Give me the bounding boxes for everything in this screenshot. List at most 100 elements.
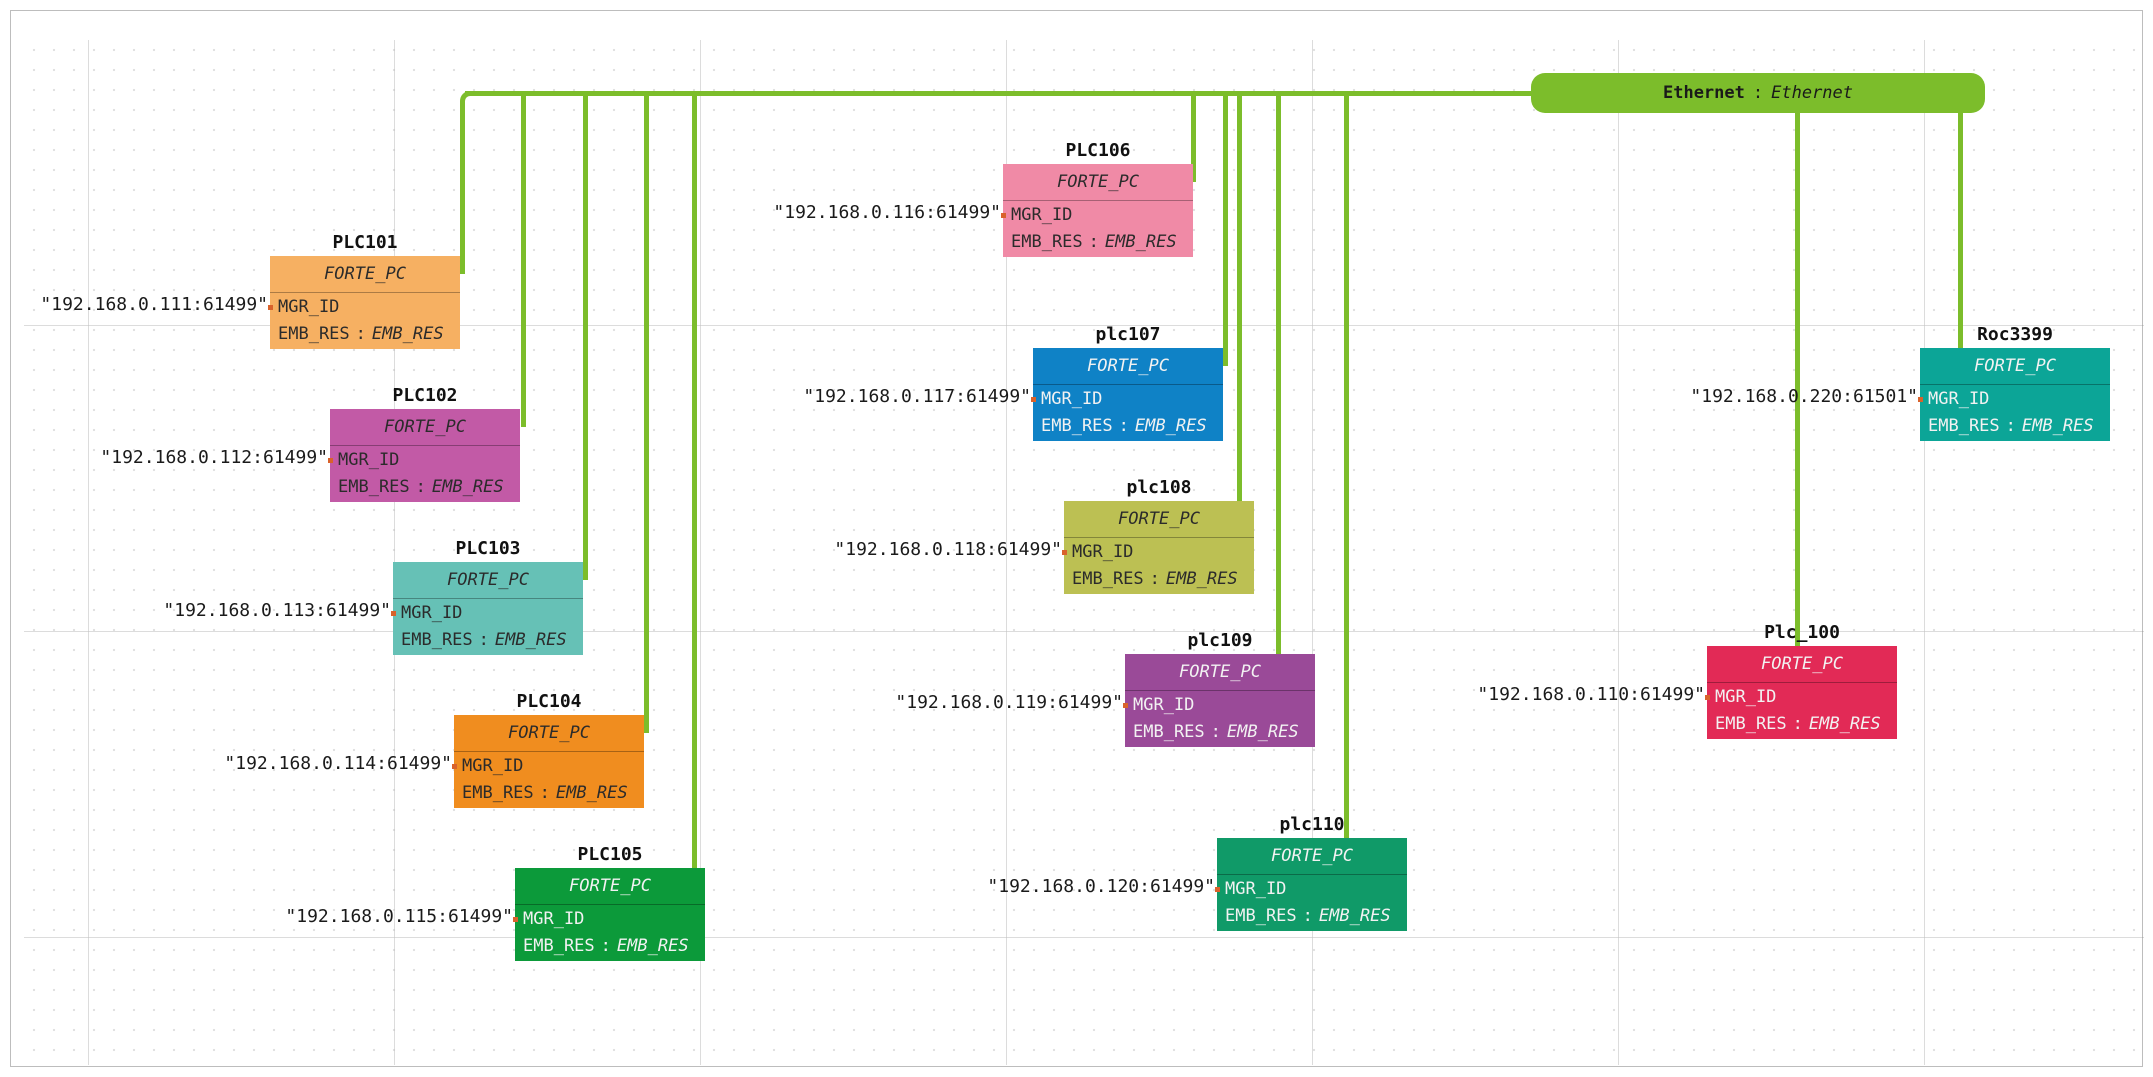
resource-entry[interactable]: EMB_RES:EMB_RES bbox=[330, 474, 520, 502]
device-name[interactable]: PLC101 bbox=[332, 232, 398, 253]
parameter-pin[interactable] bbox=[391, 611, 396, 616]
parameter-pin[interactable] bbox=[452, 764, 457, 769]
mgr-id-value[interactable]: "192.168.0.120:61499" bbox=[987, 876, 1215, 897]
mgr-id-parameter[interactable]: MGR_ID bbox=[1133, 695, 1195, 715]
resource-entry[interactable]: EMB_RES:EMB_RES bbox=[1003, 229, 1193, 257]
device-name[interactable]: plc110 bbox=[1279, 814, 1345, 835]
mgr-id-parameter[interactable]: MGR_ID bbox=[523, 909, 585, 929]
parameter-pin[interactable] bbox=[1031, 397, 1036, 402]
mgr-id-value[interactable]: "192.168.0.115:61499" bbox=[285, 906, 513, 927]
parameter-pin[interactable] bbox=[1705, 695, 1710, 700]
link-plc105[interactable] bbox=[692, 93, 697, 886]
device-name[interactable]: PLC104 bbox=[516, 691, 582, 712]
resource-name: EMB_RES bbox=[1928, 416, 2000, 436]
mgr-id-parameter[interactable]: MGR_ID bbox=[1225, 879, 1287, 899]
device-name[interactable]: Roc3399 bbox=[1977, 324, 2053, 345]
parameter-pin[interactable] bbox=[268, 305, 273, 310]
mgr-id-parameter[interactable]: MGR_ID bbox=[1041, 389, 1103, 409]
mgr-id-value[interactable]: "192.168.0.118:61499" bbox=[834, 539, 1062, 560]
device-name[interactable]: plc109 bbox=[1187, 630, 1253, 651]
mgr-id-parameter[interactable]: MGR_ID bbox=[1928, 389, 1990, 409]
resource-separator: : bbox=[1088, 232, 1099, 252]
resource-name: EMB_RES bbox=[1072, 569, 1144, 589]
link-plc102[interactable] bbox=[521, 93, 526, 427]
link-roc3399[interactable] bbox=[1958, 113, 1963, 366]
resource-entry[interactable]: EMB_RES:EMB_RES bbox=[393, 627, 583, 655]
link-plc109[interactable] bbox=[1276, 93, 1281, 672]
resource-separator: : bbox=[539, 783, 550, 803]
link-plc104[interactable] bbox=[644, 93, 649, 733]
mgr-id-value[interactable]: "192.168.0.114:61499" bbox=[224, 753, 452, 774]
mgr-id-parameter[interactable]: MGR_ID bbox=[462, 756, 524, 776]
device-name[interactable]: PLC106 bbox=[1065, 140, 1131, 161]
device-type: FORTE_PC bbox=[515, 868, 705, 905]
link-plc106[interactable] bbox=[1191, 93, 1196, 182]
resource-type: EMB_RES bbox=[1104, 232, 1177, 252]
mgr-id-parameter[interactable]: MGR_ID bbox=[1072, 542, 1134, 562]
resource-type: EMB_RES bbox=[1318, 906, 1391, 926]
link-plc101[interactable] bbox=[460, 101, 465, 274]
device-name[interactable]: PLC103 bbox=[455, 538, 521, 559]
resource-entry[interactable]: EMB_RES:EMB_RES bbox=[1217, 903, 1407, 931]
device-name[interactable]: PLC105 bbox=[577, 844, 643, 865]
resource-entry[interactable]: EMB_RES:EMB_RES bbox=[1707, 711, 1897, 739]
mgr-id-value[interactable]: "192.168.0.112:61499" bbox=[100, 447, 328, 468]
resource-entry[interactable]: EMB_RES:EMB_RES bbox=[454, 780, 644, 808]
mgr-id-value[interactable]: "192.168.0.119:61499" bbox=[895, 692, 1123, 713]
mgr-id-parameter[interactable]: MGR_ID bbox=[278, 297, 340, 317]
mgr-id-value[interactable]: "192.168.0.113:61499" bbox=[163, 600, 391, 621]
parameter-pin[interactable] bbox=[513, 917, 518, 922]
mgr-id-parameter[interactable]: MGR_ID bbox=[1715, 687, 1777, 707]
resource-type: EMB_RES bbox=[494, 630, 567, 650]
resource-entry[interactable]: EMB_RES:EMB_RES bbox=[1064, 566, 1254, 594]
mgr-id-value[interactable]: "192.168.0.220:61501" bbox=[1690, 386, 1918, 407]
mgr-id-value[interactable]: "192.168.0.116:61499" bbox=[773, 202, 1001, 223]
resource-entry[interactable]: EMB_RES:EMB_RES bbox=[515, 933, 705, 961]
parameter-pin[interactable] bbox=[1062, 550, 1067, 555]
device-name[interactable]: PLC102 bbox=[392, 385, 458, 406]
mgr-id-parameter[interactable]: MGR_ID bbox=[401, 603, 463, 623]
device-type: FORTE_PC bbox=[1920, 348, 2110, 385]
device-name[interactable]: plc108 bbox=[1126, 477, 1192, 498]
parameter-pin[interactable] bbox=[1215, 887, 1220, 892]
resource-type: EMB_RES bbox=[616, 936, 689, 956]
resource-entry[interactable]: EMB_RES:EMB_RES bbox=[1920, 413, 2110, 441]
resource-type: EMB_RES bbox=[1165, 569, 1238, 589]
device-name[interactable]: Plc_100 bbox=[1764, 622, 1840, 643]
parameter-pin[interactable] bbox=[1123, 703, 1128, 708]
parameter-pin[interactable] bbox=[1001, 213, 1006, 218]
mgr-id-parameter[interactable]: MGR_ID bbox=[1011, 205, 1073, 225]
mgr-id-value[interactable]: "192.168.0.111:61499" bbox=[40, 294, 268, 315]
mgr-id-value[interactable]: "192.168.0.110:61499" bbox=[1477, 684, 1705, 705]
mgr-id-value[interactable]: "192.168.0.117:61499" bbox=[803, 386, 1031, 407]
resource-entry[interactable]: EMB_RES:EMB_RES bbox=[270, 321, 460, 349]
link-plc_100[interactable] bbox=[1795, 113, 1800, 664]
parameter-pin[interactable] bbox=[1918, 397, 1923, 402]
ethernet-bus-line[interactable] bbox=[465, 91, 1533, 96]
parameter-pin[interactable] bbox=[328, 458, 333, 463]
resource-separator: : bbox=[415, 477, 426, 497]
resource-entry[interactable]: EMB_RES:EMB_RES bbox=[1125, 719, 1315, 747]
device-name[interactable]: plc107 bbox=[1095, 324, 1161, 345]
mgr-id-parameter[interactable]: MGR_ID bbox=[338, 450, 400, 470]
resource-name: EMB_RES bbox=[1225, 906, 1297, 926]
resource-entry[interactable]: EMB_RES:EMB_RES bbox=[1033, 413, 1223, 441]
link-plc107[interactable] bbox=[1223, 93, 1228, 366]
ethernet-segment[interactable]: Ethernet : Ethernet bbox=[1531, 73, 1985, 113]
link-plc103[interactable] bbox=[583, 93, 588, 580]
link-plc110[interactable] bbox=[1344, 93, 1349, 856]
link-plc108[interactable] bbox=[1237, 93, 1242, 519]
